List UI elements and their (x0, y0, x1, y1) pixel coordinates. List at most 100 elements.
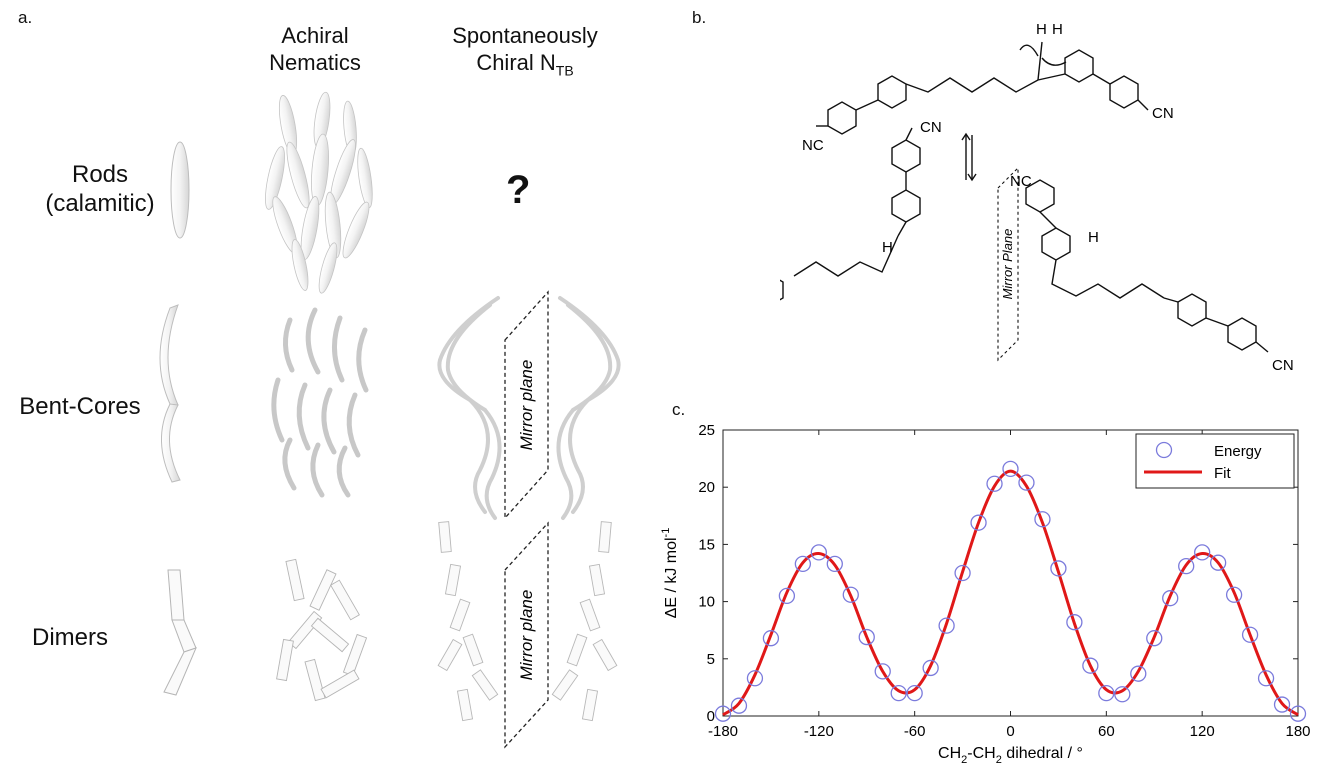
legend-energy-marker (1155, 441, 1173, 459)
energy-point (1050, 560, 1067, 577)
column-header-chiral-line2: Chiral N (476, 50, 556, 75)
mirror-plane-dimer (504, 521, 549, 749)
cn-label-left: CN (920, 119, 942, 136)
row-label-rods: Rods (calamitic) (10, 160, 190, 218)
energy-point (1209, 554, 1227, 571)
column-header-achiral-line1: Achiral (281, 23, 349, 48)
y-tick-label: 20 (698, 479, 715, 496)
row-label-bent-cores: Bent-Cores (19, 393, 141, 420)
mirror-plane-label-dimer: Mirror plane (517, 590, 536, 681)
y-tick-label: 5 (707, 651, 715, 668)
enantiomer-left (780, 127, 921, 301)
energy-point (1066, 614, 1083, 631)
bent-core-nematic-cluster (271, 307, 369, 498)
energy-point (1002, 460, 1019, 478)
row-label-rods-line1: Rods (71, 161, 129, 188)
energy-point (826, 555, 843, 572)
rod-nematic-cluster (265, 91, 373, 294)
x-tick-label: 120 (1190, 723, 1215, 740)
x-tick-label: 60 (1098, 723, 1115, 740)
energy-point (1241, 626, 1259, 643)
mirror-plane-label-b: Mirror Plane (1000, 229, 1015, 300)
column-header-chiral-line2-wrap: Chiral NTB (420, 49, 630, 84)
energy-point (1178, 557, 1195, 575)
energy-point (986, 475, 1003, 492)
x-tick-label: -180 (708, 723, 738, 740)
column-header-chiral-line1: Spontaneously (452, 23, 598, 48)
row-label-rods-line2: (calamitic) (45, 190, 155, 217)
panel-b-chemical-structures: NC CN H H CN H NC H CN Mirror Plane (780, 21, 1294, 374)
panel-a-letter: a. (18, 8, 33, 27)
energy-point (1130, 665, 1147, 682)
dimer-nematic-cluster (276, 558, 368, 702)
energy-point (794, 555, 812, 572)
bent-core-ntb-helix-left (437, 296, 502, 520)
mirror-plane-b (997, 166, 1019, 362)
x-tick-label: 180 (1285, 723, 1310, 740)
energy-point (1194, 544, 1211, 561)
bent-core-ntb-helix-right (556, 296, 621, 520)
x-tick-label: -60 (904, 723, 926, 740)
column-header-achiral-line2: Nematics (269, 50, 361, 75)
y-tick-label: 15 (698, 536, 715, 553)
energy-point (1082, 657, 1099, 674)
energy-point (810, 544, 827, 561)
energy-point (1034, 511, 1051, 528)
enantiomer-right (1025, 179, 1269, 353)
axis-ticks: -180 -120 -60 0 60 120 180 0 5 10 15 20 25 (698, 422, 1310, 740)
x-tick-label: -120 (804, 723, 834, 740)
mirror-plane-bent-core (504, 290, 549, 520)
y-tick-label: 10 (698, 594, 715, 611)
energy-points (714, 460, 1307, 722)
question-mark: ? (506, 168, 531, 212)
legend-energy-label: Energy (1214, 443, 1262, 460)
h-label-top-1: H (1036, 21, 1047, 38)
single-bent-core-molecule (159, 304, 179, 408)
nc-label-top: NC (802, 137, 824, 154)
column-header-achiral: Achiral Nematics (245, 22, 385, 76)
dimer-ntb-helix-left (437, 521, 499, 722)
energy-point (1146, 630, 1163, 647)
equilibrium-arrows (961, 132, 977, 182)
ntb-subscript: TB (555, 62, 574, 79)
panel-a-illustrations: Mirror plane Mirror plane (159, 91, 621, 749)
energy-point (1257, 670, 1275, 687)
fit-curve (722, 469, 1299, 717)
dimer-ntb-helix-right (551, 521, 618, 722)
cn-label-top: CN (1152, 105, 1174, 122)
single-dimer-molecule (163, 569, 197, 696)
single-rod-molecule (170, 141, 190, 239)
energy-dihedral-chart: -180 -120 -60 0 60 120 180 0 5 10 15 20 25 EnergyFit… (660, 422, 1311, 766)
h-label-left: H (882, 239, 893, 256)
y-axis-label: ΔE / kJ mol-1 (660, 528, 680, 619)
energy-point (954, 564, 971, 582)
legend-box (1135, 433, 1295, 489)
legend-fit-label: Fit (1214, 465, 1231, 482)
row-label-dimers: Dimers (32, 624, 108, 651)
mirror-plane-label-bent-core: Mirror plane (517, 360, 536, 451)
h-label-right: H (1088, 229, 1099, 246)
h-label-top-2: H (1052, 21, 1063, 38)
energy-point (746, 670, 764, 687)
column-header-chiral: Spontaneously Chiral NTB (420, 22, 630, 84)
energy-point (874, 663, 891, 680)
energy-point (890, 684, 907, 702)
y-tick-label: 25 (698, 422, 715, 439)
cn-label-right: CN (1272, 357, 1294, 374)
energy-point (1114, 686, 1131, 703)
energy-point (1289, 705, 1307, 722)
energy-point (1018, 474, 1035, 491)
energy-point (730, 697, 748, 714)
energy-point (714, 705, 732, 722)
energy-point (778, 587, 796, 605)
energy-point (970, 514, 987, 531)
energy-point (1162, 590, 1179, 607)
x-axis-label: CH2-CH2 dihedral / ° (938, 745, 1083, 766)
dimer-molecule-top (816, 41, 1149, 135)
energy-point (762, 630, 780, 647)
panel-c-letter: c. (672, 400, 686, 419)
energy-point (922, 659, 939, 677)
y-tick-label: 0 (707, 708, 715, 725)
x-tick-label: 0 (1006, 723, 1014, 740)
